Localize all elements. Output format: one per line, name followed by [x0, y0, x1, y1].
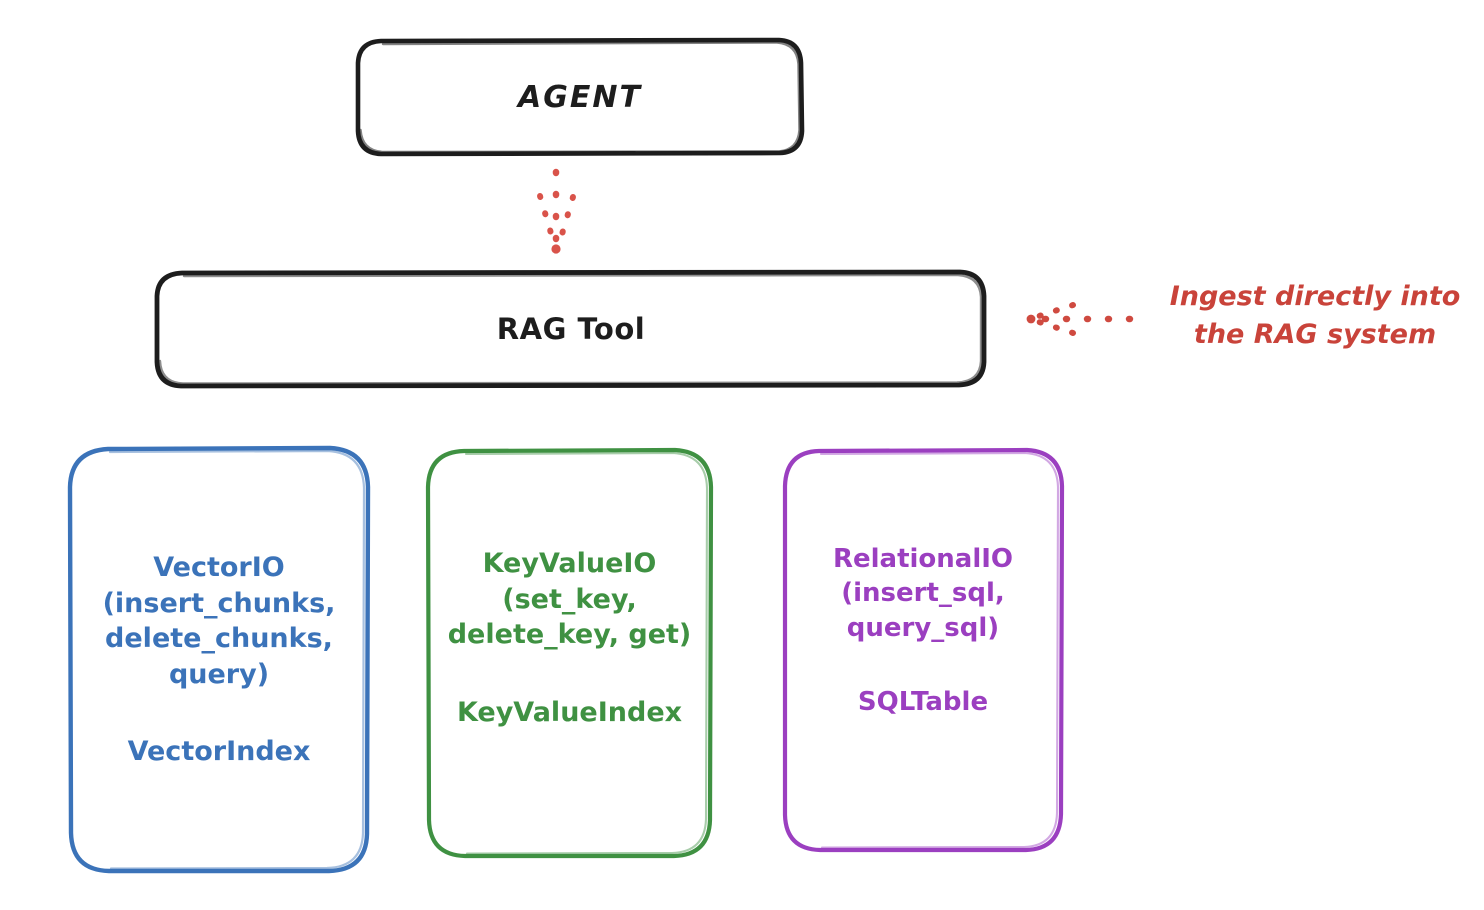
agent-to-rag-connector	[537, 168, 576, 254]
provider-card-vector[interactable]: VectorIO (insert_chunks, delete_chunks, …	[70, 448, 368, 872]
relational-index-label: SQLTable	[857, 686, 989, 717]
provider-card-relational[interactable]: RelationalIO (insert_sql, query_sql) SQL…	[785, 450, 1061, 850]
ingest-connector	[1026, 302, 1134, 336]
vector-api-label: VectorIO (insert_chunks, delete_chunks, …	[102, 551, 336, 690]
agent-node-label: AGENT	[518, 79, 642, 115]
rag-tool-node-label: RAG Tool	[496, 312, 646, 346]
agent-node[interactable]: AGENT	[358, 40, 802, 154]
ingest-annotation-text: Ingest directly into the RAG system	[1169, 281, 1461, 351]
relational-api-label: RelationalIO (insert_sql, query_sql)	[832, 544, 1014, 643]
keyvalue-index-label: KeyValueIndex	[456, 696, 683, 728]
provider-card-keyvalue[interactable]: KeyValueIO (set_key, delete_key, get) Ke…	[428, 450, 711, 856]
vector-index-label: VectorIndex	[127, 736, 311, 768]
keyvalue-api-label: KeyValueIO (set_key, delete_key, get)	[447, 548, 692, 651]
rag-tool-node[interactable]: RAG Tool	[157, 272, 985, 386]
